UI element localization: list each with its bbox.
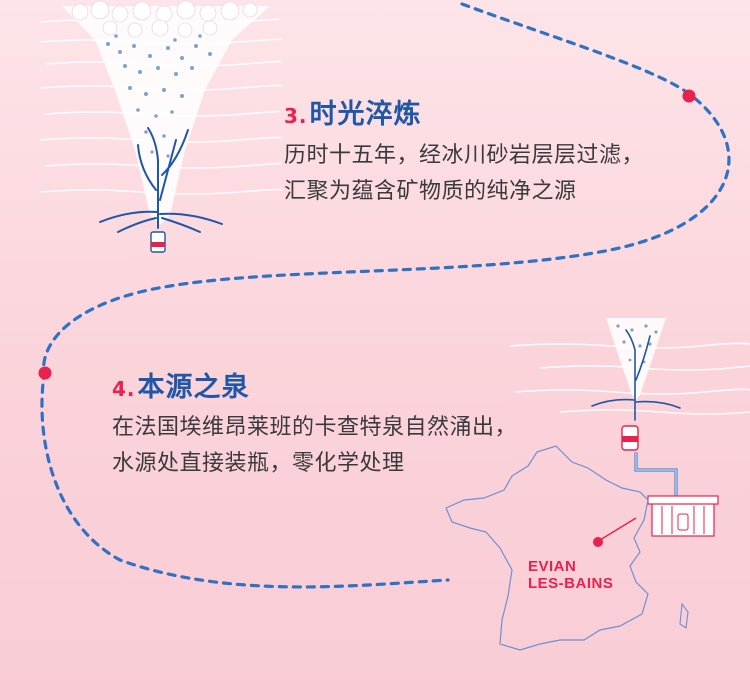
step-3-heading: 3时光淬炼 (284, 92, 422, 131)
france-map (445, 445, 689, 651)
step-3-number: 3 (284, 104, 308, 128)
step-3-title: 时光淬炼 (309, 99, 422, 130)
step-3-line-1: 历时十五年，经冰川砂岩层层过滤， (284, 143, 645, 168)
aquifer-funnel-illustration (39, 0, 283, 253)
path-marker-dot (682, 89, 696, 103)
evian-location-dot (593, 537, 603, 547)
step-4-description: 在法国埃维昂莱班的卡查特泉自然涌出， 水源处直接装瓶，零化学处理 (112, 410, 517, 482)
map-label-line-1: EVIAN (528, 558, 577, 575)
step-3-line-2: 汇聚为蕴含矿物质的纯净之源 (284, 179, 577, 204)
spring-bottling-illustration (509, 318, 750, 537)
path-marker-dot (38, 366, 52, 380)
step-4-title: 本源之泉 (137, 372, 250, 403)
step-4-line-1: 在法国埃维昂莱班的卡查特泉自然涌出， (112, 415, 518, 440)
map-label-line-2: LES-BAINS (528, 575, 614, 592)
step-3-description: 历时十五年，经冰川砂岩层层过滤， 汇聚为蕴含矿物质的纯净之源 (284, 138, 644, 210)
step-4-line-2: 水源处直接装瓶，零化学处理 (112, 451, 405, 476)
step-4-heading: 4本源之泉 (112, 365, 250, 404)
journey-dashed-path (40, 2, 731, 589)
step-4-number: 4 (112, 377, 136, 401)
evian-les-bains-label: EVIAN LES-BAINS (528, 558, 613, 592)
